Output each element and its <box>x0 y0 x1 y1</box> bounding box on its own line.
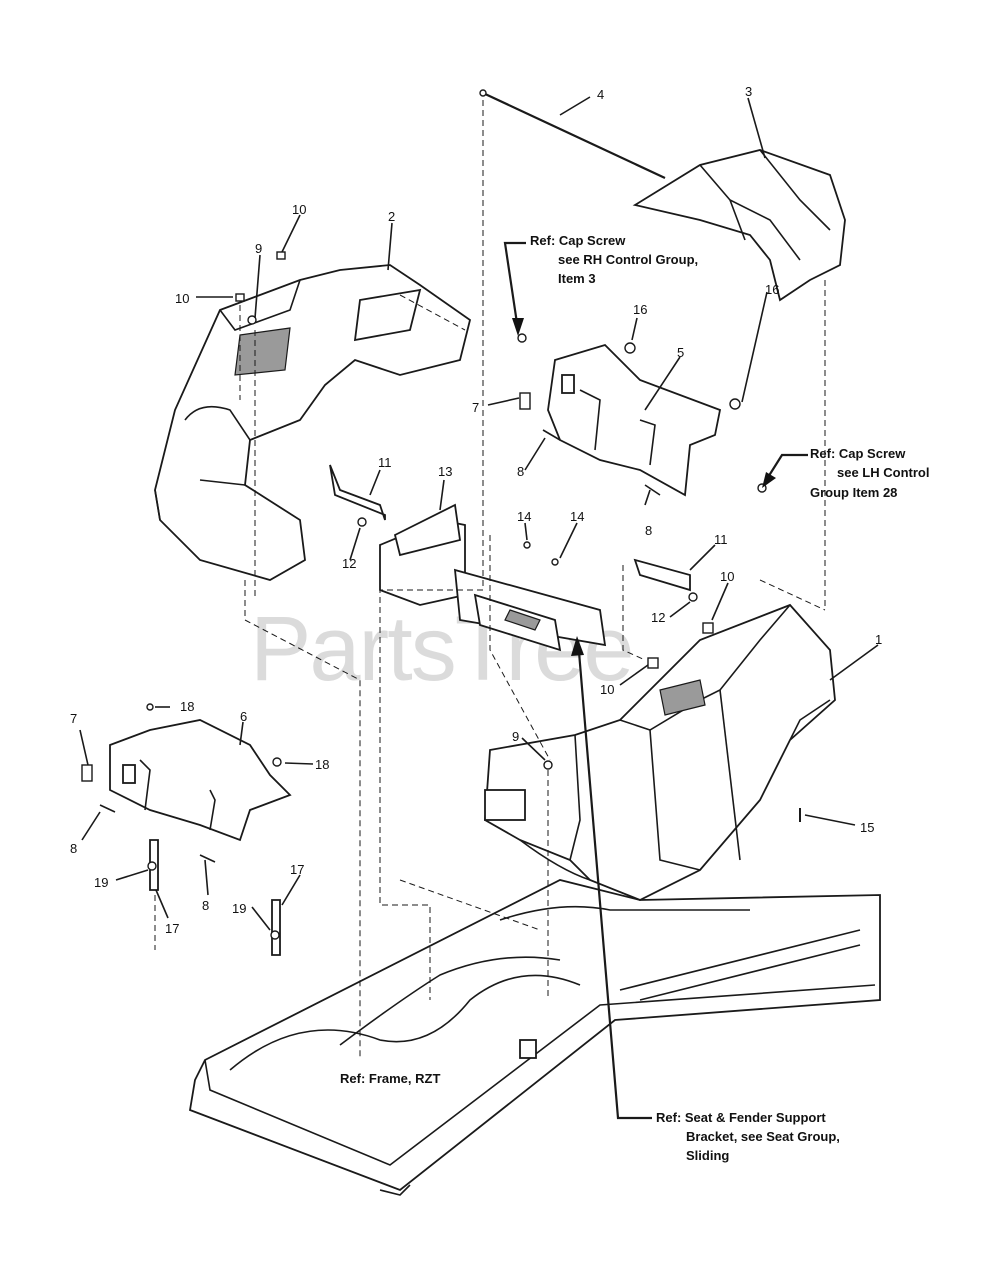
callout-8: 8 <box>517 464 524 479</box>
callout-5: 5 <box>677 345 684 360</box>
ref-lh-cap-screw-line3: Group Item 28 <box>810 485 897 500</box>
ref-seat-support-line1: Ref: Seat & Fender Support <box>656 1110 826 1125</box>
callout-15: 15 <box>860 820 874 835</box>
ref-lh-cap-screw-line1: Ref: Cap Screw <box>810 446 906 461</box>
callout-18: 18 <box>315 757 329 772</box>
callout-19: 19 <box>94 875 108 890</box>
callout-10: 10 <box>292 202 306 217</box>
callout-9: 9 <box>255 241 262 256</box>
ref-frame: Ref: Frame, RZT <box>340 1071 440 1086</box>
ref-rh-cap-screw-line3: Item 3 <box>558 271 596 286</box>
callout-13: 13 <box>438 464 452 479</box>
callout-6: 6 <box>240 709 247 724</box>
ref-seat-support-line3: Sliding <box>686 1148 729 1163</box>
part-3-rear-cover <box>632 149 846 302</box>
callout-9: 9 <box>512 729 519 744</box>
callout-14: 14 <box>570 509 584 524</box>
ref-lh-cap-screw-line2: see LH Control <box>837 465 929 480</box>
callout-7: 7 <box>70 711 77 726</box>
ref-rh-cap-screw-line1: Ref: Cap Screw <box>530 233 626 248</box>
callout-11: 11 <box>714 532 728 547</box>
callout-18: 18 <box>180 699 194 714</box>
part-2-lh-fender <box>154 264 472 581</box>
alignment-lines <box>154 100 826 1060</box>
callout-10: 10 <box>175 291 189 306</box>
callout-1: 1 <box>875 632 882 647</box>
callout-3: 3 <box>745 84 752 99</box>
callout-11: 11 <box>378 455 392 470</box>
part-4-rod <box>479 89 666 179</box>
callout-17: 17 <box>290 862 304 877</box>
callout-17: 17 <box>165 921 179 936</box>
callout-10: 10 <box>720 569 734 584</box>
callout-16: 16 <box>765 282 779 297</box>
callout-4: 4 <box>597 87 604 102</box>
part-1-rh-fender <box>484 603 836 901</box>
ref-rh-cap-screw-line2: see RH Control Group, <box>558 252 698 267</box>
callout-10: 10 <box>600 682 614 697</box>
callout-19: 19 <box>232 901 246 916</box>
callout-14: 14 <box>517 509 531 524</box>
callout-numbers: 4 3 2 10 9 10 16 16 5 7 8 8 11 13 12 14 … <box>70 84 882 936</box>
leader-lines <box>79 96 879 1120</box>
part-5-rh-panel <box>547 343 722 497</box>
hardware <box>81 251 801 956</box>
callout-16: 16 <box>633 302 647 317</box>
callout-2: 2 <box>388 209 395 224</box>
callout-7: 7 <box>472 400 479 415</box>
callout-8: 8 <box>70 841 77 856</box>
callout-12: 12 <box>651 610 665 625</box>
part-6-lh-panel <box>109 719 292 842</box>
reference-notes: Ref: Cap Screw see RH Control Group, Ite… <box>340 233 929 1163</box>
frame-rzt <box>188 879 881 1196</box>
callout-8: 8 <box>202 898 209 913</box>
callout-12: 12 <box>342 556 356 571</box>
brackets-and-plates <box>329 464 691 652</box>
callout-8: 8 <box>645 523 652 538</box>
ref-seat-support-line2: Bracket, see Seat Group, <box>686 1129 840 1144</box>
